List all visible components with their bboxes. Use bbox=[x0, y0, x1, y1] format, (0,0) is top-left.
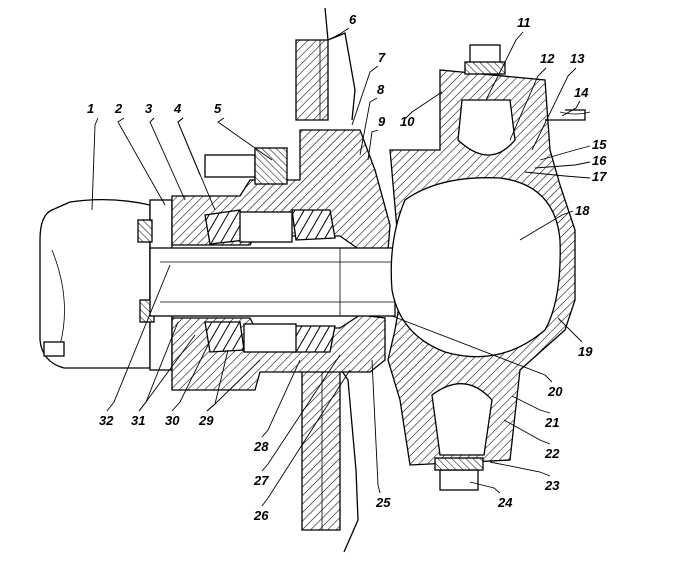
callout-21: 21 bbox=[544, 415, 559, 430]
callout-18: 18 bbox=[575, 203, 590, 218]
callout-5: 5 bbox=[214, 101, 222, 116]
callout-4: 4 bbox=[173, 101, 182, 116]
callout-12: 12 bbox=[540, 51, 555, 66]
callout-3: 3 bbox=[145, 101, 153, 116]
bearings bbox=[204, 209, 336, 353]
callout-labels: 1 2 3 4 5 6 7 8 9 10 11 12 13 14 15 16 1… bbox=[87, 12, 607, 523]
callout-20: 20 bbox=[547, 384, 563, 399]
callout-26: 26 bbox=[253, 508, 269, 523]
callout-7: 7 bbox=[378, 50, 386, 65]
callout-9: 9 bbox=[378, 114, 386, 129]
callout-29: 29 bbox=[198, 413, 214, 428]
leader-lines bbox=[91, 27, 591, 507]
callout-25: 25 bbox=[375, 495, 391, 510]
callout-19: 19 bbox=[578, 344, 593, 359]
callout-22: 22 bbox=[544, 446, 560, 461]
callout-27: 27 bbox=[253, 473, 269, 488]
callout-23: 23 bbox=[544, 478, 560, 493]
callout-8: 8 bbox=[377, 82, 385, 97]
hub-cap bbox=[39, 198, 173, 371]
callout-24: 24 bbox=[497, 495, 513, 510]
callout-28: 28 bbox=[253, 439, 269, 454]
callout-15: 15 bbox=[592, 137, 607, 152]
callout-17: 17 bbox=[592, 169, 607, 184]
callout-14: 14 bbox=[574, 85, 589, 100]
callout-30: 30 bbox=[165, 413, 180, 428]
axle-shaft bbox=[149, 247, 396, 317]
callout-31: 31 bbox=[131, 413, 145, 428]
callout-2: 2 bbox=[114, 101, 123, 116]
callout-1: 1 bbox=[87, 101, 94, 116]
callout-10: 10 bbox=[400, 114, 415, 129]
callout-11: 11 bbox=[517, 15, 531, 30]
callout-13: 13 bbox=[570, 51, 585, 66]
callout-16: 16 bbox=[592, 153, 607, 168]
knuckle-housing bbox=[387, 44, 591, 491]
callout-32: 32 bbox=[99, 413, 114, 428]
callout-6: 6 bbox=[349, 12, 357, 27]
